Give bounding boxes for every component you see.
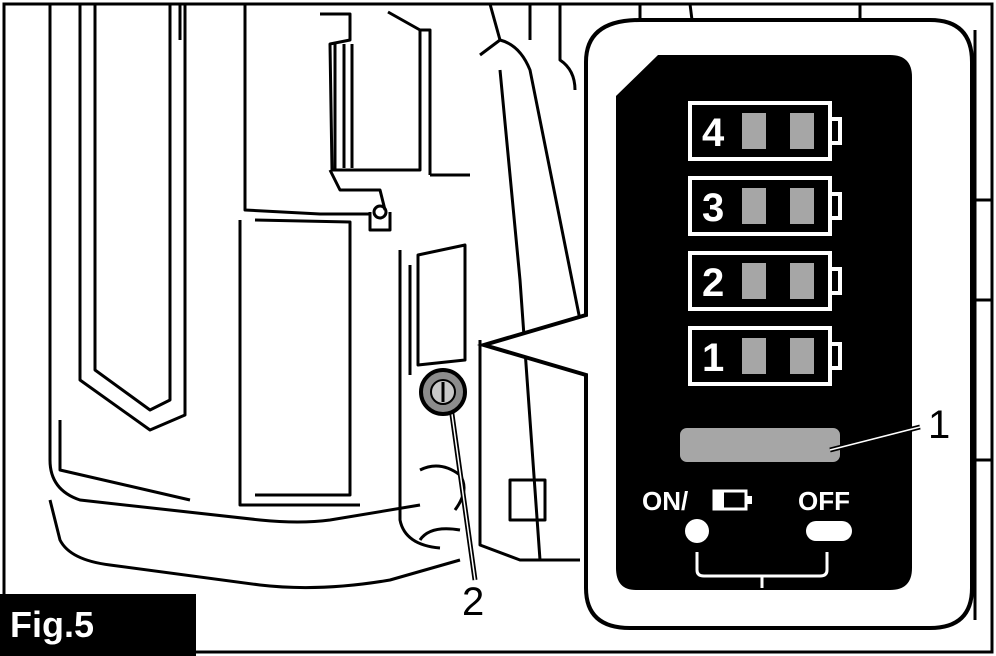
battery-level-1: 1 bbox=[688, 326, 842, 386]
battery-level-4: 4 bbox=[688, 101, 842, 161]
status-indicator-lamp bbox=[680, 428, 840, 462]
off-button[interactable] bbox=[806, 521, 852, 541]
battery-segment bbox=[790, 188, 814, 224]
battery-tip bbox=[828, 342, 842, 370]
battery-segment bbox=[742, 263, 766, 299]
on-button[interactable] bbox=[685, 519, 709, 543]
off-label: OFF bbox=[798, 486, 850, 516]
battery-segment bbox=[790, 338, 814, 374]
battery-level-number: 3 bbox=[702, 186, 724, 230]
battery-tip bbox=[828, 267, 842, 295]
battery-level-number: 1 bbox=[702, 336, 724, 380]
battery-segment bbox=[742, 188, 766, 224]
battery-icon bbox=[712, 489, 752, 511]
battery-segment bbox=[790, 263, 814, 299]
battery-tip bbox=[828, 192, 842, 220]
battery-tip bbox=[828, 117, 842, 145]
leader-line-2-inner bbox=[449, 399, 476, 581]
button-bracket bbox=[695, 552, 829, 588]
figure-label: Fig.5 bbox=[0, 594, 196, 656]
battery-level-number: 4 bbox=[702, 111, 725, 155]
battery-level-2: 2 bbox=[688, 251, 842, 311]
callout-number-1: 1 bbox=[928, 403, 951, 447]
callout-number-2: 2 bbox=[462, 580, 485, 624]
battery-level-3: 3 bbox=[688, 176, 842, 236]
battery-segment bbox=[790, 113, 814, 149]
on-label: ON/ bbox=[642, 486, 688, 516]
battery-level-number: 2 bbox=[702, 261, 724, 305]
battery-indicator-group: 4 3 2 1 bbox=[688, 101, 842, 386]
battery-segment bbox=[742, 113, 766, 149]
leader-line-1-inner bbox=[829, 426, 921, 451]
battery-segment bbox=[742, 338, 766, 374]
